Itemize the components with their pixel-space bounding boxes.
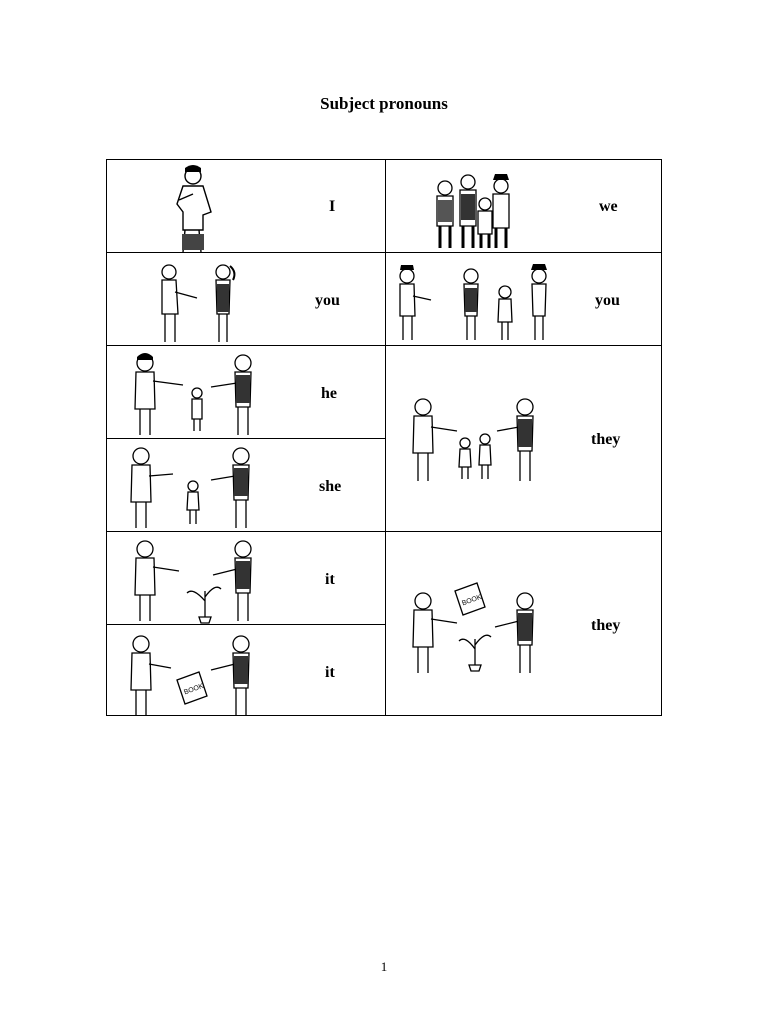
pronoun-label: you xyxy=(315,292,340,309)
table-column-divider xyxy=(385,160,386,715)
table-row-divider xyxy=(385,531,661,532)
pronoun-label: you xyxy=(595,292,620,309)
illustration-pointing-at-book-and-plant: BOOK xyxy=(412,582,534,673)
illustration-pointing-at-plant xyxy=(134,540,252,624)
table-row-divider xyxy=(107,624,385,625)
page-number: 1 xyxy=(380,959,388,974)
pronoun-table: I we xyxy=(106,159,662,716)
page-title: Subject pronouns xyxy=(320,94,448,113)
cell-you-singular: you xyxy=(107,252,385,345)
table-row-divider xyxy=(385,345,661,346)
cell-they-people: they xyxy=(385,345,661,531)
cell-she: she xyxy=(107,438,385,531)
table-row-divider xyxy=(107,531,385,532)
table-row-divider xyxy=(107,438,385,439)
table-row-divider xyxy=(107,345,385,346)
cell-you-plural: you xyxy=(385,252,661,345)
illustration-boy-pointing-at-girl xyxy=(161,264,236,342)
illustration-pointing-at-children xyxy=(412,398,534,481)
table-row-divider xyxy=(385,252,661,253)
cell-it-plant: it xyxy=(107,531,385,624)
pronoun-label: they xyxy=(591,431,621,448)
illustration-pointing-at-boy xyxy=(134,353,252,435)
book-label: BOOK xyxy=(183,683,205,697)
pronoun-label: he xyxy=(321,385,337,402)
illustration-boy-pointing-at-group xyxy=(399,264,547,340)
pronoun-label: I xyxy=(329,198,336,215)
pronoun-label: it xyxy=(325,571,335,588)
pronoun-label: we xyxy=(599,198,618,215)
pronoun-label: it xyxy=(325,664,335,681)
cell-i: I xyxy=(107,160,385,252)
pronoun-label: they xyxy=(591,617,621,634)
illustration-pointing-at-girl xyxy=(130,447,250,528)
cell-he: he xyxy=(107,345,385,438)
book-label: BOOK xyxy=(461,594,483,608)
cell-it-book: BOOK it xyxy=(107,624,385,717)
illustration-boy-pointing-self xyxy=(176,165,212,252)
illustration-group-of-people xyxy=(436,174,510,248)
table-row-divider xyxy=(107,252,385,253)
cell-they-things: BOOK they xyxy=(385,531,661,717)
cell-we: we xyxy=(385,160,661,252)
illustration-pointing-at-book: BOOK xyxy=(130,635,250,716)
pronoun-label: she xyxy=(319,478,342,495)
